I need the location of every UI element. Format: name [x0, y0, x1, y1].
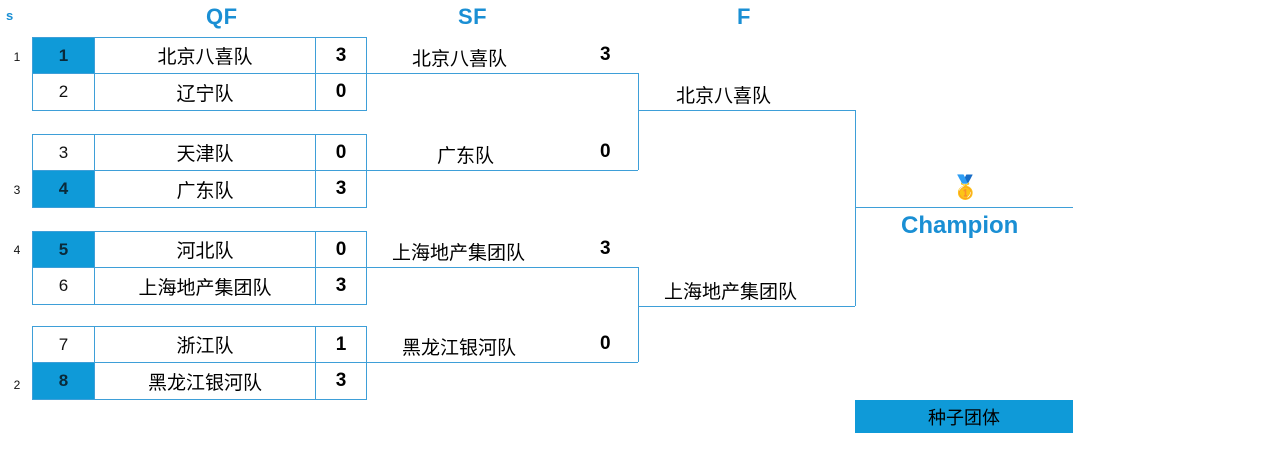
table-row[interactable]: 4 广东队 3	[33, 171, 366, 207]
qf-team-score: 3	[335, 370, 347, 391]
table-row[interactable]: 3 天津队 0	[33, 135, 366, 171]
sf-team-score-4: 0	[600, 333, 611, 354]
qf-match-4[interactable]: 7 浙江队 1 8 黑龙江银河队 3	[32, 326, 367, 400]
table-row[interactable]: 2 辽宁队 0	[33, 74, 366, 110]
qf-seed-number: 3	[33, 135, 95, 170]
legend-seeded-team: 种子团体	[855, 400, 1073, 433]
connector-qf2-to-sf1	[367, 170, 638, 171]
sf-team-name-4: 黑龙江银河队	[402, 338, 517, 359]
seed-index-match1: 1	[13, 50, 21, 64]
table-row[interactable]: 5 河北队 0	[33, 232, 366, 268]
qf-team-name: 黑龙江银河队	[95, 363, 316, 399]
table-row[interactable]: 7 浙江队 1	[33, 327, 366, 363]
qf-match-3[interactable]: 5 河北队 0 6 上海地产集团队 3	[32, 231, 367, 305]
qf-team-name: 上海地产集团队	[95, 268, 316, 304]
seed-index-match3: 4	[13, 243, 21, 257]
qf-seed-number: 1	[33, 38, 95, 73]
sf-team-score-3: 3	[600, 238, 611, 259]
qf-seed-number: 7	[33, 327, 95, 362]
qf-team-name: 北京八喜队	[95, 38, 316, 73]
legend-label: 种子团体	[928, 407, 1000, 428]
qf-team-score: 0	[335, 81, 347, 102]
qf-team-name: 浙江队	[95, 327, 316, 362]
qf-seed-number: 2	[33, 74, 95, 110]
qf-seed-number: 5	[33, 232, 95, 267]
qf-match-1[interactable]: 1 北京八喜队 3 2 辽宁队 0	[32, 37, 367, 111]
qf-match-2[interactable]: 3 天津队 0 4 广东队 3	[32, 134, 367, 208]
qf-team-score: 0	[335, 141, 347, 163]
connector-sf2-to-final	[638, 306, 855, 307]
sf-team-name-3: 上海地产集团队	[392, 243, 526, 264]
sf-team-name-1: 北京八喜队	[412, 49, 508, 70]
connector-qf4-to-sf2	[367, 362, 638, 363]
table-row[interactable]: 8 黑龙江银河队 3	[33, 363, 366, 399]
connector-sf2-riser	[638, 267, 639, 362]
qf-team-name: 广东队	[95, 171, 316, 207]
champion-label: Champion	[901, 212, 1019, 239]
qf-team-score: 3	[335, 44, 347, 66]
round-header-f: F	[737, 4, 751, 29]
qf-team-score: 1	[335, 333, 347, 355]
qf-team-score: 0	[335, 238, 347, 260]
gold-medal-icon: 🥇	[951, 174, 980, 200]
table-row[interactable]: 6 上海地产集团队 3	[33, 268, 366, 304]
qf-team-name: 天津队	[95, 135, 316, 170]
round-header-sf: SF	[458, 4, 488, 29]
connector-sf1-to-final	[638, 110, 855, 111]
qf-seed-number: 4	[33, 171, 95, 207]
connector-qf1-to-sf1	[367, 73, 638, 74]
final-team-name-2: 上海地产集团队	[664, 282, 798, 303]
seed-column-header: s	[6, 8, 14, 23]
connector-sf1-riser	[638, 73, 639, 170]
sf-team-score-1: 3	[600, 44, 611, 65]
seed-index-match4: 2	[13, 378, 21, 392]
qf-team-name: 辽宁队	[95, 74, 316, 110]
connector-final-riser	[855, 110, 856, 306]
sf-team-name-2: 广东队	[437, 146, 495, 167]
sf-team-score-2: 0	[600, 141, 611, 162]
connector-qf3-to-sf2	[367, 267, 638, 268]
final-team-name-1: 北京八喜队	[676, 86, 772, 107]
table-row[interactable]: 1 北京八喜队 3	[33, 38, 366, 74]
qf-seed-number: 6	[33, 268, 95, 304]
champion-line	[855, 207, 1073, 208]
qf-team-score: 3	[335, 275, 347, 296]
round-header-qf: QF	[206, 4, 238, 29]
seed-index-match2: 3	[13, 183, 21, 197]
qf-team-score: 3	[335, 178, 347, 199]
qf-team-name: 河北队	[95, 232, 316, 267]
qf-seed-number: 8	[33, 363, 95, 399]
